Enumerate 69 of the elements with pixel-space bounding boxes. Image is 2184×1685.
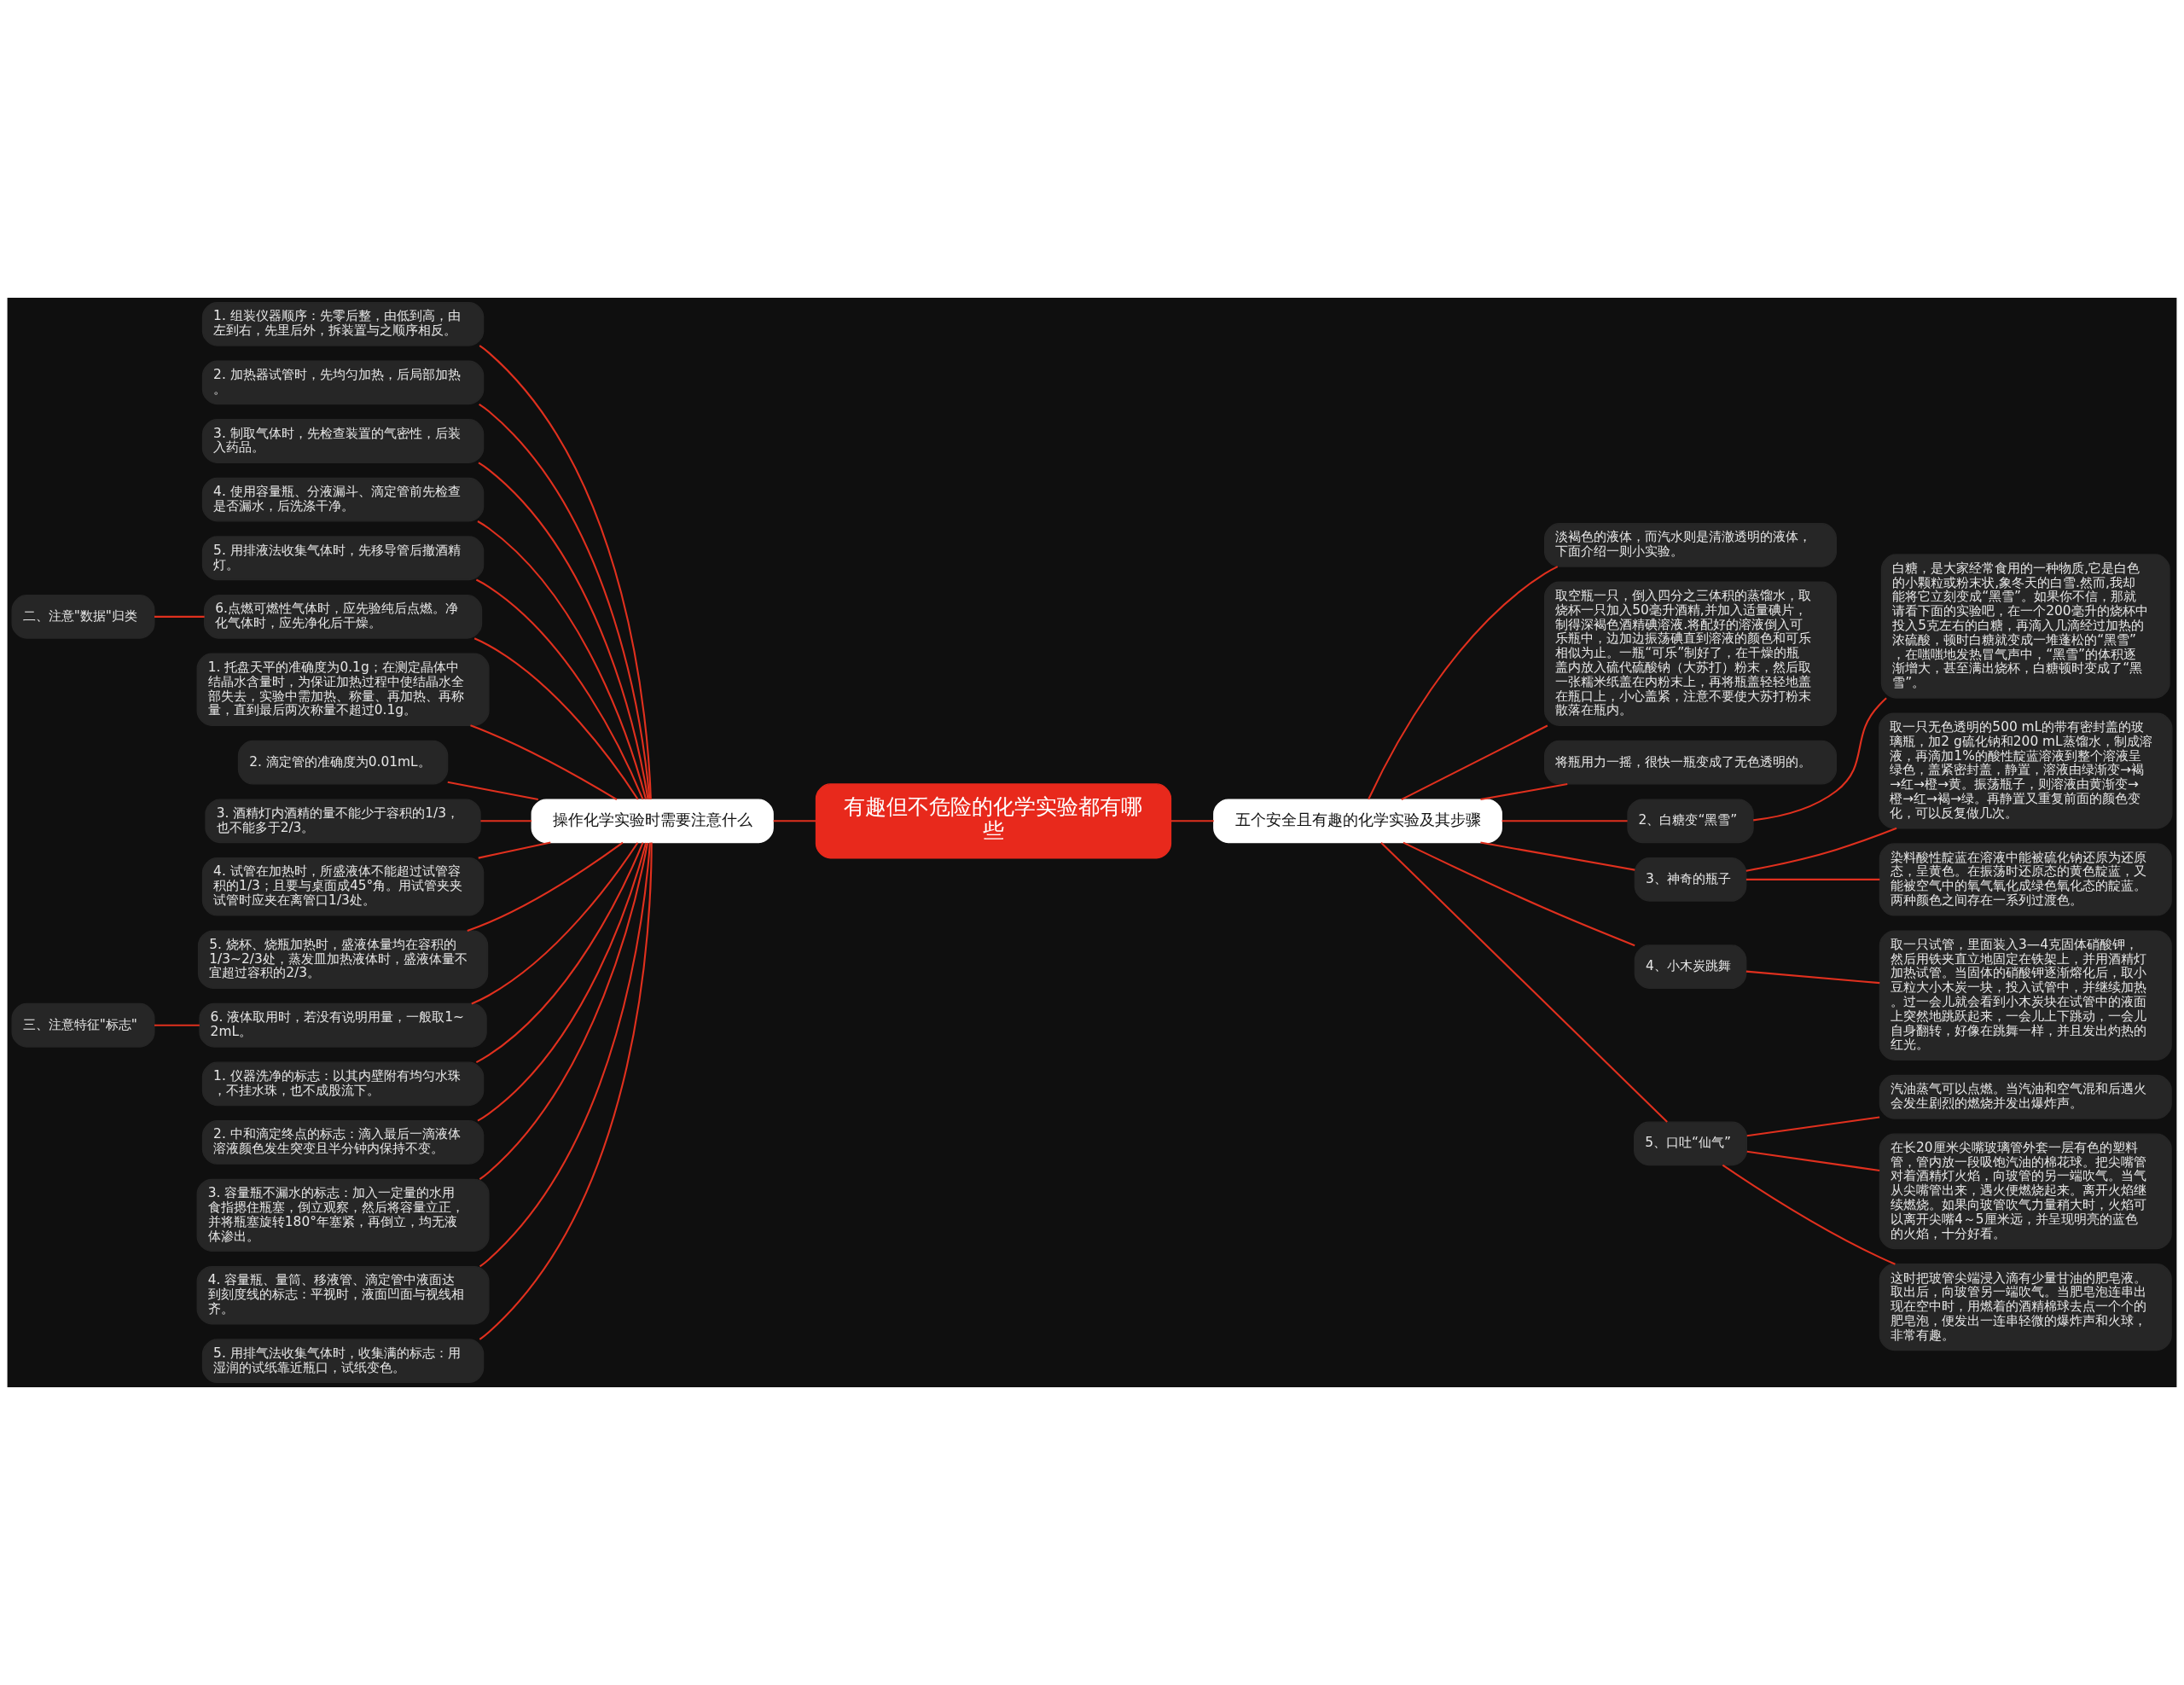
node-box: 白糖，是大家经常食用的一种物质,它是白色的小颗粒或粉末状,象冬天的白雪.然而,我却能将它立刻变成“黑雪”。如果你不信，那就请看下面的实验吧，在一个200毫升的烧杯中投入5克左右的白糖，再滴入几滴经过加热的浓硫酸，顿时白糖就变成一堆蓬松的“黑雪”，在嗤嗤地发热冒气声中，“黑雪”的体积逐渐增大，甚至满出烧杯，白糖顿时变成了“黑雪”。 (1880, 554, 2170, 699)
node-box: 2、白糖变“黑雪” (1627, 799, 1754, 844)
connector (773, 820, 816, 822)
connector (1753, 697, 1887, 822)
connector (154, 1024, 200, 1026)
connector (478, 841, 551, 859)
node-box: 5. 烧杯、烧瓶加热时，盛液体量均在容积的1/3~2/3处，蒸发皿加热液体时，盛液体量不宜超过容积的2/3。 (197, 930, 489, 990)
connector (471, 842, 639, 1005)
connector (1502, 820, 1628, 822)
node-box: 5、口吐“仙气” (1634, 1121, 1747, 1166)
node-box: 3. 容量瓶不漏水的标志：加入一定量的水用食指摁住瓶塞，倒立观察，然后将容量立正，并将瓶塞旋转180°年塞紧，再倒立，均无液体渗出。 (196, 1178, 490, 1252)
node-box: 4、小木炭跳舞 (1634, 944, 1747, 990)
connector (477, 842, 648, 1122)
connector (1480, 782, 1568, 801)
connector (1745, 878, 1880, 880)
connector (479, 842, 651, 1268)
node-box: 有趣但不危险的化学实验都有哪些 (815, 783, 1172, 859)
node-box: 4. 使用容量瓶、分液漏斗、滴定管前先检查是否漏水，后洗涤干净。 (201, 477, 485, 522)
connector (470, 724, 618, 800)
connector (479, 842, 653, 1340)
connector (1745, 970, 1880, 985)
node-box: 5. 用排气法收集气体时，收集满的标志：用湿润的试纸靠近瓶口，试纸变色。 (201, 1339, 485, 1384)
connector (1401, 724, 1548, 800)
connector (1746, 1116, 1880, 1137)
node-box: 6. 液体取用时，若没有说明用量，一般取1~2mL。 (199, 1002, 487, 1048)
connector (467, 841, 624, 932)
connector (473, 637, 639, 800)
connector (1380, 841, 1668, 1123)
connector (1403, 841, 1635, 947)
connector (477, 520, 648, 799)
node-box: 5. 用排液法收集气体时，先移导管后撤酒精灯。 (201, 536, 485, 581)
connector (154, 615, 205, 618)
connector (1745, 827, 1897, 872)
node-box: 将瓶用力一摇，很快一瓶变成了无色透明的。 (1544, 740, 1838, 785)
node-box: 4. 容量瓶、量筒、移液管、滴定管中液面达到刻度线的标志：平视时，液面凹面与视线相齐。 (196, 1265, 490, 1325)
node-box: 2. 滴定管的准确度为0.01mL。 (237, 740, 449, 785)
node-box: 淡褐色的液体，而汽水则是清澈透明的液体，下面介绍一则小实验。 (1544, 522, 1838, 567)
node-box: 操作化学实验时需要注意什么 (531, 799, 774, 844)
connector (1746, 1150, 1880, 1172)
node-box: 染料酸性靛蓝在溶液中能被硫化钠还原为还原态，呈黄色。在振荡时还原态的黄色靛蓝，又能被空气中的氧气氧化成绿色氧化态的靛蓝。两种颜色之间存在一系列过渡色。 (1879, 843, 2172, 916)
connector (479, 842, 649, 1181)
connector (1722, 1164, 1896, 1265)
node-box: 取一只无色透明的500 mL的带有密封盖的玻璃瓶，加2 g硫化钠和200 mL蒸馏水，制成溶液，再滴加1%的酸性靛蓝溶液到整个溶液呈绿色，盖紧密封盖，静置，溶液由绿渐变→褐→红→橙→黄。振荡瓶子，则溶液由黄渐变→橙→红→褐→绿。再静置又重复前面的颜色变化，可以反复做几次。 (1879, 712, 2173, 829)
node-box: 2. 加热器试管时，先均匀加热，后局部加热。 (201, 360, 485, 405)
connector (475, 842, 644, 1063)
connector (447, 781, 538, 801)
connector (1480, 841, 1635, 871)
node-box: 3. 酒精灯内酒精的量不能少于容积的1/3，也不能多于2/3。 (205, 799, 481, 844)
connector (475, 578, 644, 800)
node-box: 五个安全且有趣的化学实验及其步骤 (1213, 799, 1502, 844)
node-box: 1. 仪器洗净的标志：以其内壁附有均匀水珠，不挂水珠，也不成股流下。 (201, 1061, 485, 1107)
node-box: 汽油蒸气可以点燃。当汽油和空气混和后遇火会发生剧烈的燃烧并发出爆炸声。 (1879, 1074, 2172, 1119)
node-box: 取一只试管，里面装入3—4克固体硝酸钾，然后用铁夹直立地固定在铁架上，并用酒精灯加热试管。当固体的硝酸钾逐渐熔化后，取小豆粒大小木炭一块，投入试管中，并继续加热。过一会儿就会看到小木炭块在试管中的液面上突然地跳跃起来，一会儿上下跳动，一会儿自身翻转，好像在跳舞一样，并且发出灼热的红光。 (1879, 930, 2172, 1061)
node-box: 这时把玻管尖端浸入滴有少量甘油的肥皂液。取出后，向玻管另一端吹气。当肥皂泡连串出现在空中时，用燃着的酒精棉球去点一个个的肥皂泡，便发出一连串轻微的爆炸声和火球，非常有趣。 (1879, 1264, 2172, 1351)
node-box: 1. 组装仪器顺序：先零后整，由低到高，由左到右，先里后外，拆装置与之顺序相反。 (201, 301, 485, 346)
node-box: 4. 试管在加热时，所盛液体不能超过试管容积的1/3；且要与桌面成45°角。用试管夹夹试管时应夹在离管口1/3处。 (201, 857, 485, 916)
node-box: 3. 制取气体时，先检查装置的气密性，后装入药品。 (201, 419, 485, 463)
node-box: 3、神奇的瓶子 (1634, 857, 1747, 902)
node-box: 三、注意特征"标志" (11, 1002, 155, 1048)
connector (480, 820, 532, 822)
node-box: 1. 托盘天平的准确度为0.1g；在测定晶体中结晶水含量时，为保证加热过程中使结晶水全部失去，实验中需加热、称量、再加热、再称量，直到最后两次称量不超过0.1g。 (196, 653, 490, 726)
node-box: 取空瓶一只，倒入四分之三体积的蒸馏水，取烧杯一只加入50毫升酒精,并加入适量碘片，制得深褐色酒精碘溶液.将配好的溶液倒入可乐瓶中，边加边振荡碘直到溶液的颜色和可乐相似为止。一瓶“可乐”制好了，在干燥的瓶盖内放入硫代硫酸钠（大苏打）粉末，然后取一张糯米纸盖在内粉末上，再将瓶盖轻轻地盖在瓶口上，小心盖紧，注意不要使大苏打粉末散落在瓶内。 (1544, 581, 1838, 726)
node-box: 二、注意"数据"归类 (11, 594, 155, 639)
connector (1170, 820, 1214, 822)
node-box: 6.点燃可燃性气体时，应先验纯后点燃。净化气体时，应先净化后干燥。 (203, 594, 483, 639)
connector (478, 462, 649, 799)
connector (1368, 566, 1559, 800)
node-box: 2. 中和滴定终点的标志：滴入最后一滴液体溶液颜色发生突变且半分钟内保持不变。 (201, 1120, 485, 1165)
node-box: 在长20厘米尖嘴玻璃管外套一层有色的塑料管，管内放一段吸饱汽油的棉花球。把尖嘴管对着酒精灯火焰，向玻管的另一端吹气。当气从尖嘴管出来，遇火便燃烧起来。离开火焰继续燃烧。如果向玻管吹气力量稍大时，火焰可以离开尖嘴4～5厘米远，并呈现明亮的蓝色的火焰，十分好看。 (1879, 1133, 2172, 1250)
